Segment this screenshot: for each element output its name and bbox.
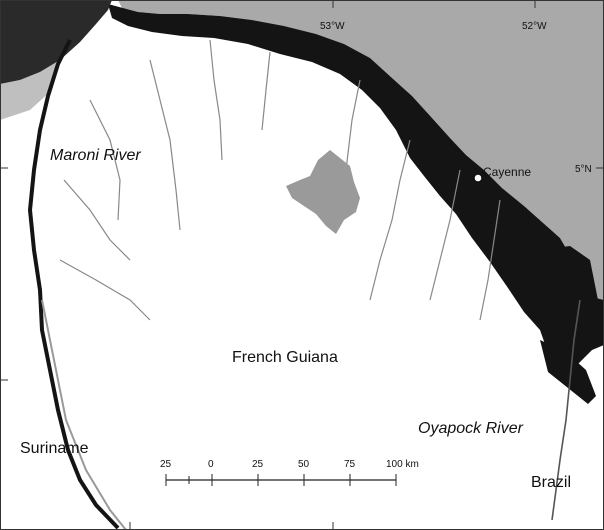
suriname-label: Suriname bbox=[20, 440, 89, 457]
scale-label: 25 bbox=[252, 459, 264, 470]
suriname-coast-gradient bbox=[0, 60, 60, 120]
scale-label: 0 bbox=[208, 459, 214, 470]
cayenne-label: Cayenne bbox=[483, 165, 531, 179]
cayenne-marker bbox=[473, 173, 483, 183]
maroni-river-line bbox=[27, 39, 120, 530]
suriname-coast-shadow bbox=[0, 0, 112, 84]
reservoir bbox=[286, 150, 360, 234]
french-guiana-label: French Guiana bbox=[232, 349, 338, 366]
coastal-wetlands bbox=[108, 4, 604, 368]
scale-bar: 25 0 25 50 75 100 km bbox=[160, 459, 419, 486]
scale-label: 50 bbox=[298, 459, 310, 470]
lon-52-label: 52°W bbox=[522, 21, 547, 32]
lon-53-label: 53°W bbox=[320, 21, 345, 32]
oyapock-river-line bbox=[551, 299, 581, 521]
east-wetland bbox=[540, 246, 598, 344]
interior-rivers bbox=[59, 39, 501, 321]
southeast-wetland bbox=[540, 340, 596, 404]
scale-label: 100 km bbox=[386, 459, 419, 470]
ocean bbox=[118, 0, 604, 300]
maroni-river-label: Maroni River bbox=[50, 147, 141, 164]
scale-label: 25 bbox=[160, 459, 172, 470]
lat-5-label: 5°N bbox=[575, 164, 592, 175]
oyapock-river-label: Oyapock River bbox=[418, 420, 524, 437]
scale-label: 75 bbox=[344, 459, 356, 470]
maroni-river-upper bbox=[41, 299, 127, 530]
brazil-label: Brazil bbox=[531, 474, 571, 491]
